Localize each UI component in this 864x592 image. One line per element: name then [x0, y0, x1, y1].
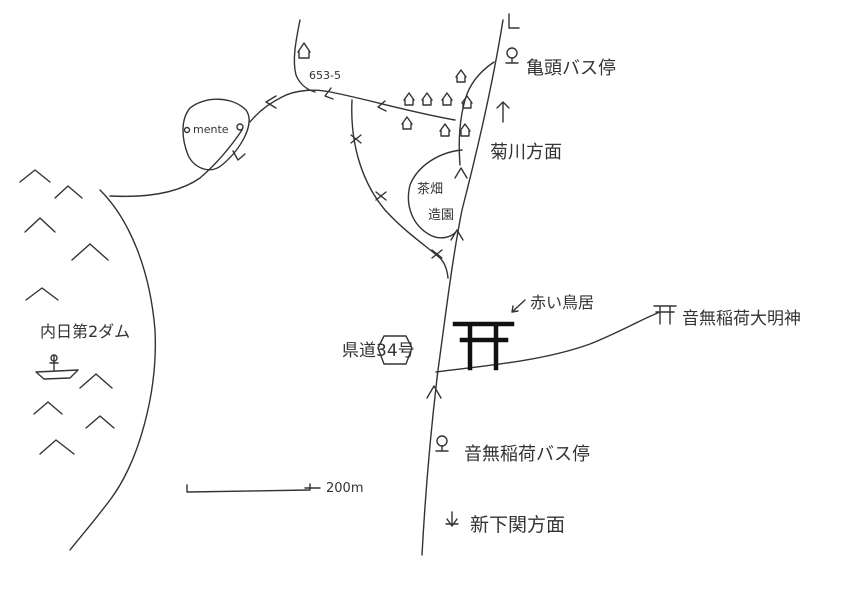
main-road [421, 19, 504, 556]
field-path-x-1 [350, 134, 362, 144]
scale-bar [186, 483, 321, 493]
mountain-icon [25, 287, 59, 301]
cafe-area [182, 98, 250, 171]
west-road-to-dam [109, 129, 243, 198]
house-icon [441, 92, 453, 106]
orchard-label: 造園 [428, 208, 454, 223]
kikukawa-label: 菊川方面 [490, 142, 562, 163]
scale-label: 200m [326, 481, 363, 496]
bus-loop-road [458, 61, 495, 166]
mountain-icon [54, 185, 83, 199]
bus-stop-icon-bottom [435, 435, 449, 452]
west-road-arrow-3 [377, 100, 387, 112]
cafe-dot-left-icon [183, 126, 191, 134]
shrine-icon [653, 305, 677, 325]
bus-stop-bottom-label: 音無稲荷バス停 [464, 444, 590, 465]
house-icon [439, 123, 451, 137]
road-number-shield [377, 335, 413, 365]
west-road [249, 89, 456, 123]
shinshimonoseki-arrow-icon [445, 511, 459, 527]
mountain-icons [19, 169, 115, 455]
mountain-icon [19, 169, 51, 183]
field-path-x-2 [375, 191, 387, 201]
mountain-icon [24, 217, 56, 233]
house-icon [401, 116, 413, 130]
mountain-icon [79, 373, 113, 389]
tea-field-label: 茶畑 [417, 181, 443, 197]
mountain-icon [39, 439, 75, 455]
north-branch [293, 19, 316, 93]
torii-note-arrow [511, 299, 526, 313]
mountain-icon [71, 243, 109, 261]
boat-icon [35, 354, 79, 380]
tea-field-area [407, 149, 463, 239]
house-icon [421, 92, 433, 106]
west-road-arrow-1 [265, 95, 277, 109]
road-number-label: 653-5 [309, 69, 341, 82]
house-icon [459, 123, 471, 137]
house-icon [403, 92, 415, 106]
shrine-label: 音無稲荷大明神 [682, 309, 801, 329]
field-path [351, 99, 449, 279]
main-road-arrow-3 [426, 385, 442, 399]
mountain-icon [85, 415, 115, 429]
kikukawa-arrow-icon [496, 101, 510, 123]
west-road-arrow-2 [324, 87, 334, 100]
house-icon [461, 95, 473, 109]
field-path-x-3 [431, 249, 443, 259]
prefectural-road-label: 県道34号 [342, 341, 415, 361]
cafe-dot-right-icon [236, 123, 244, 131]
house-icons [297, 42, 473, 137]
bus-stop-icon-top [505, 47, 519, 64]
bus-stop-top-label: 亀頭バス停 [526, 58, 616, 79]
house-icon [297, 42, 311, 59]
dam-label: 内日第2ダム [40, 322, 130, 341]
shinshimonoseki-label: 新下関方面 [470, 514, 565, 536]
cafe-arrow [232, 150, 246, 161]
house-icon [455, 69, 467, 83]
mountain-icon [33, 401, 63, 415]
cafe-label: mente [193, 123, 229, 136]
torii-icon [452, 321, 515, 371]
main-road-arrow-top [508, 13, 520, 29]
dam-shore [69, 189, 157, 551]
shrine-road [435, 311, 661, 373]
main-road-arrow-1 [454, 167, 468, 179]
main-road-arrow-2 [450, 229, 464, 241]
torii-note-label: 赤い鳥居 [530, 293, 594, 312]
